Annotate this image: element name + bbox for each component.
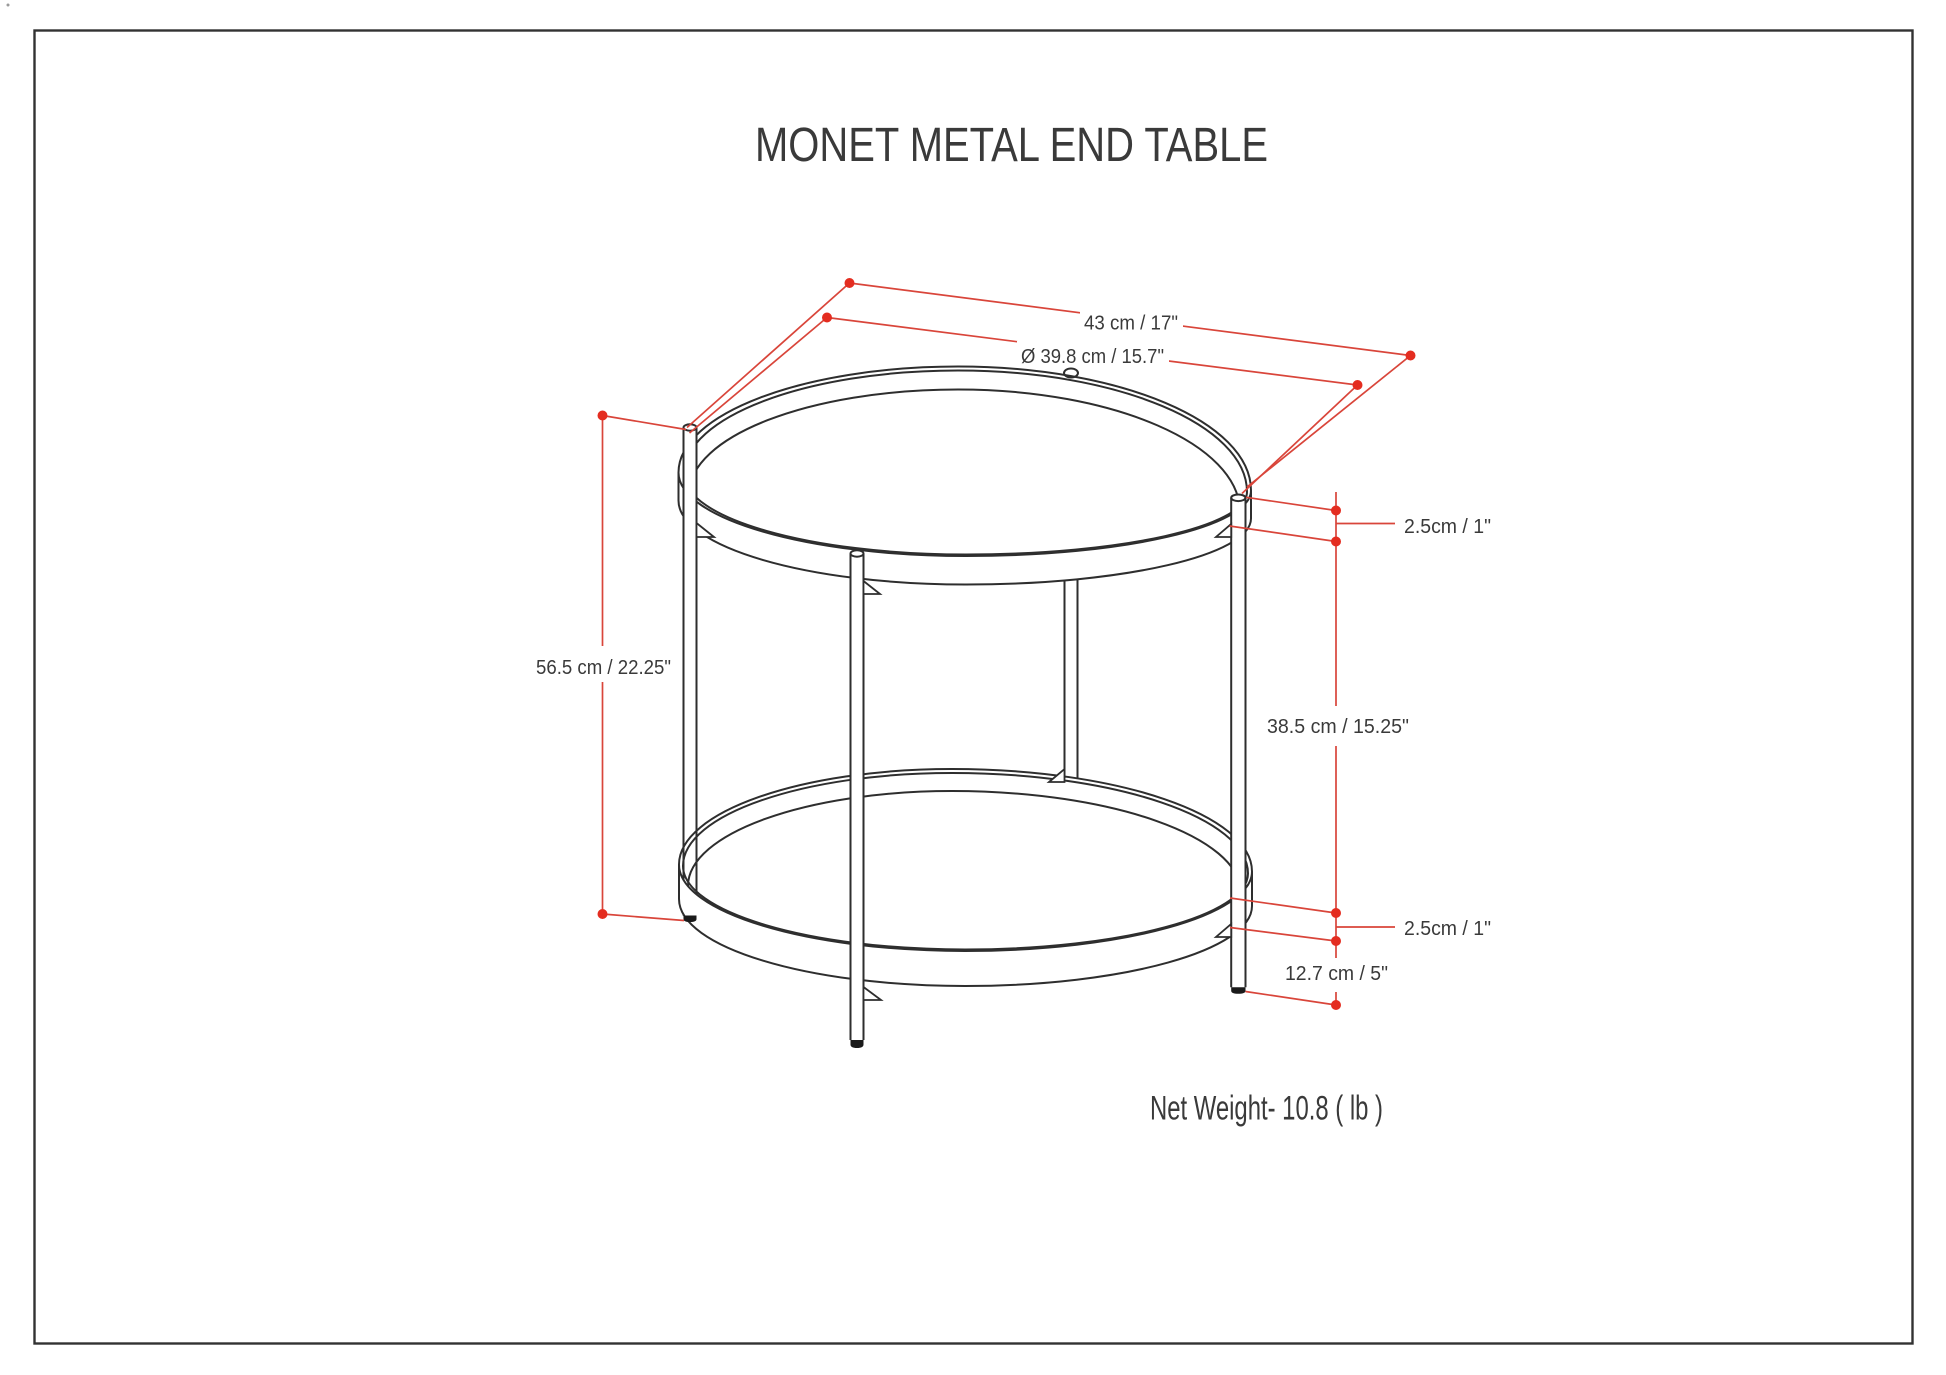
svg-text:MONET METAL END TABLE: MONET METAL END TABLE — [755, 119, 1268, 172]
svg-text:38.5 cm / 15.25": 38.5 cm / 15.25" — [1267, 716, 1409, 738]
svg-text:43 cm / 17": 43 cm / 17" — [1084, 313, 1178, 335]
svg-text:2.5cm / 1": 2.5cm / 1" — [1404, 516, 1491, 538]
svg-text:56.5 cm / 22.25": 56.5 cm / 22.25" — [536, 657, 671, 679]
svg-text:2.5cm / 1": 2.5cm / 1" — [1404, 918, 1491, 940]
svg-text:Ø 39.8 cm / 15.7": Ø 39.8 cm / 15.7" — [1021, 346, 1164, 368]
svg-text:Net Weight- 10.8 ( lb ): Net Weight- 10.8 ( lb ) — [1150, 1090, 1383, 1128]
svg-text:12.7 cm / 5": 12.7 cm / 5" — [1285, 963, 1388, 985]
